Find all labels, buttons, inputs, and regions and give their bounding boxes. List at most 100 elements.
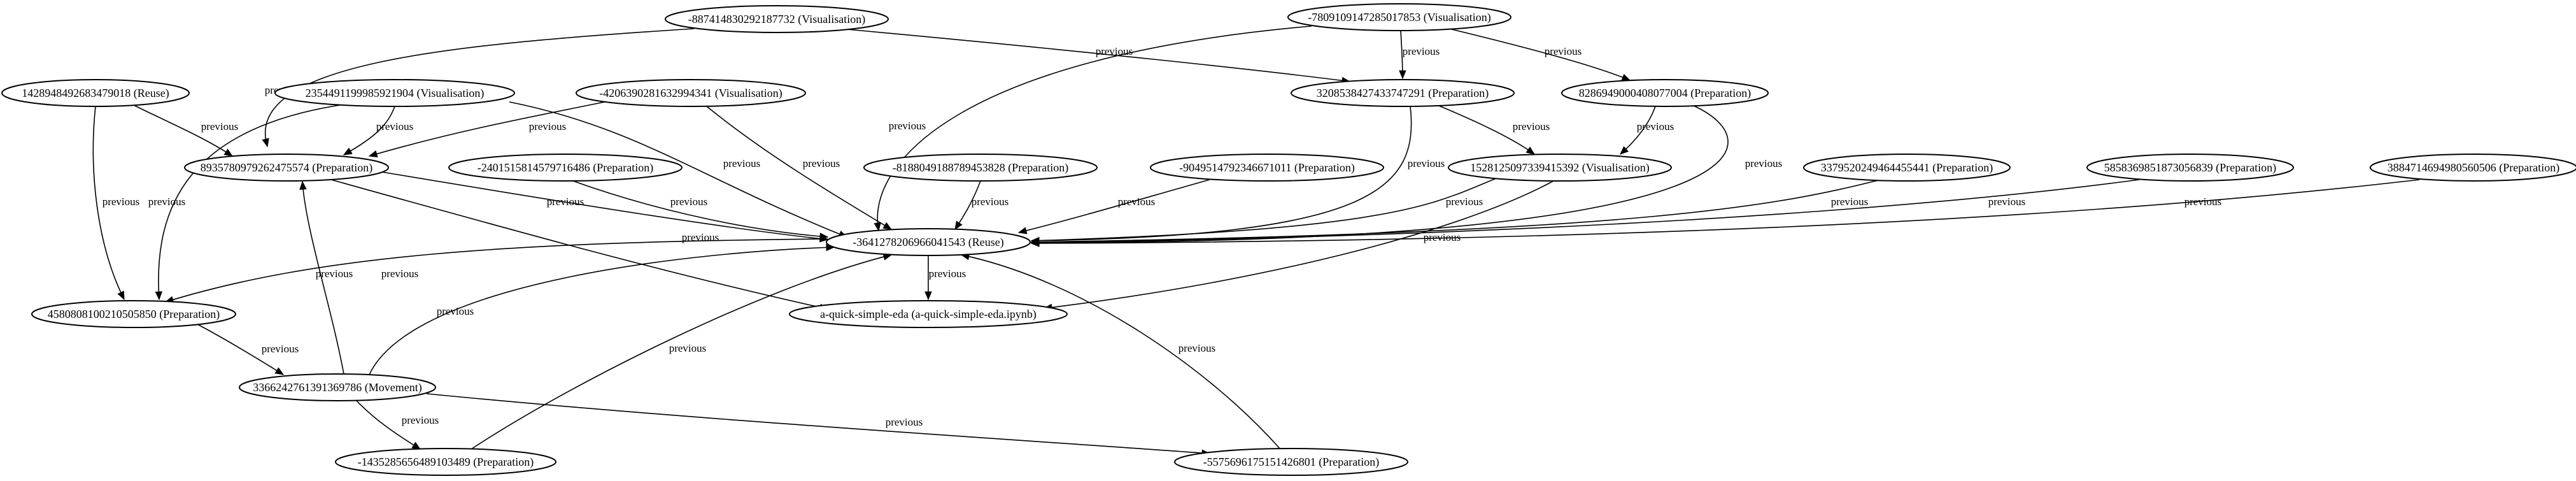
- edge-line: [369, 247, 835, 375]
- arrowhead: [262, 138, 269, 148]
- node-n_887[interactable]: -887414830292187732 (Visualisation): [665, 5, 889, 33]
- edge-label: previous: [929, 268, 966, 280]
- node-n_235[interactable]: 2354491199985921904 (Visualisation): [274, 79, 515, 107]
- edge-label: previous: [1745, 157, 1783, 169]
- edge-label: previous: [803, 157, 840, 169]
- edge-line: [572, 180, 828, 238]
- arrowhead: [155, 291, 163, 301]
- node-n_320[interactable]: 3208538427433747291 (Preparation): [1291, 79, 1515, 107]
- node-shape: [335, 448, 556, 476]
- node-shape: [665, 5, 889, 33]
- node-n_585[interactable]: 5858369851873056839 (Preparation): [2086, 154, 2294, 182]
- node-n_904[interactable]: -9049514792346671011 (Preparation): [1150, 154, 1384, 182]
- node-n_828[interactable]: 8286949000408077004 (Preparation): [1561, 79, 1769, 107]
- node-n_336[interactable]: 3366242761391369786 (Movement): [239, 373, 436, 401]
- nodes-layer: -887414830292187732 (Visualisation) -7809…: [1, 3, 2576, 476]
- edge-label: previous: [886, 416, 923, 428]
- edge-line: [706, 106, 892, 230]
- edge-line: [1018, 179, 1210, 233]
- edge-n_458-to-n_336: previous: [197, 324, 299, 375]
- edge-n_336-to-n_143: previous: [356, 400, 439, 450]
- node-n_364[interactable]: -3641278206966041543 (Reuse): [826, 228, 1031, 256]
- edge-n_336-to-n_893: previous: [299, 180, 353, 375]
- edge-line: [381, 171, 828, 240]
- edge-label: previous: [381, 268, 419, 280]
- node-n_893[interactable]: 8935780979262475574 (Preparation): [184, 154, 389, 182]
- edge-n_828-to-n_152: previous: [1620, 106, 1674, 155]
- edge-label: previous: [1831, 196, 1869, 208]
- edge-label: previous: [529, 120, 567, 133]
- node-label: 3379520249464455441 (Preparation): [1821, 161, 1993, 175]
- node-label: -2401515814579716486 (Preparation): [478, 161, 653, 175]
- node-shape: [239, 373, 436, 401]
- node-label: -7809109147285017853 (Visualisation): [1308, 11, 1490, 24]
- edge-n_235-to-n_458: previous: [148, 104, 344, 301]
- edge-n_152-to-n_eda: previous: [1043, 180, 1554, 312]
- node-n_420[interactable]: -4206390281632994341 (Visualisation): [576, 79, 806, 107]
- node-shape: [184, 154, 389, 182]
- node-shape: [448, 154, 683, 182]
- node-label: 3366242761391369786 (Movement): [253, 381, 421, 394]
- edge-label: previous: [723, 157, 761, 169]
- node-shape: [274, 79, 515, 107]
- node-label: 2354491199985921904 (Visualisation): [306, 87, 485, 100]
- arrowhead: [299, 180, 307, 190]
- node-n_143[interactable]: -1435285656489103489 (Preparation): [335, 448, 556, 476]
- node-n_458[interactable]: 4580808100210505850 (Preparation): [31, 300, 236, 328]
- node-label: 3884714694980560506 (Preparation): [2388, 161, 2559, 175]
- edge-label: previous: [1545, 45, 1582, 57]
- node-n_780[interactable]: -7809109147285017853 (Visualisation): [1287, 3, 1511, 31]
- node-shape: [1448, 154, 1672, 182]
- node-label: -4206390281632994341 (Visualisation): [599, 87, 782, 100]
- edge-line: [92, 106, 125, 300]
- arrowhead: [223, 148, 234, 157]
- edge-line: [356, 400, 421, 450]
- edge-n_420-to-n_364: previous: [706, 106, 893, 230]
- node-label: -887414830292187732 (Visualisation): [688, 13, 865, 26]
- edge-n_557-to-n_364: previous: [960, 253, 1280, 449]
- edge-n_585-to-n_364: previous: [1030, 179, 2140, 247]
- node-n_337[interactable]: 3379520249464455441 (Preparation): [1803, 154, 2011, 182]
- node-shape: [576, 79, 806, 107]
- edge-label: previous: [402, 414, 439, 426]
- node-n_818[interactable]: -8188049188789453828 (Preparation): [863, 154, 1098, 182]
- node-label: -8188049188789453828 (Preparation): [893, 161, 1068, 175]
- edge-label: previous: [670, 196, 708, 208]
- edge-n_904-to-n_364: previous: [1017, 179, 1210, 234]
- edge-n_240-to-n_364: previous: [572, 180, 829, 240]
- edge-n_780-to-n_320: previous: [1399, 30, 1440, 80]
- node-n_388[interactable]: 3884714694980560506 (Preparation): [2370, 154, 2576, 182]
- node-shape: [826, 228, 1031, 256]
- node-n_240[interactable]: -2401515814579716486 (Preparation): [448, 154, 683, 182]
- node-n_152[interactable]: 1528125097339415392 (Visualisation): [1448, 154, 1672, 182]
- node-label: 4580808100210505850 (Preparation): [48, 308, 220, 321]
- edge-line: [1044, 180, 1554, 309]
- node-n_142[interactable]: 142894849268347901​8 (Reuse): [1, 79, 190, 107]
- node-shape: [31, 300, 236, 328]
- node-n_eda[interactable]: a-quick-simple-eda (a-quick-simple-eda.i…: [789, 300, 1068, 328]
- arrowhead: [1030, 240, 1040, 247]
- edge-label: previous: [1446, 196, 1483, 208]
- edge-n_364-to-n_eda: previous: [924, 255, 966, 301]
- arrowhead: [819, 233, 829, 240]
- node-label: -9049514792346671011 (Preparation): [1179, 161, 1355, 175]
- edge-label: previous: [2184, 196, 2222, 208]
- edge-label: previous: [1988, 196, 2026, 208]
- arrowhead: [1620, 146, 1629, 155]
- edge-n_152-to-n_364: previous: [1030, 178, 1497, 245]
- node-shape: [1150, 154, 1384, 182]
- node-shape: [789, 300, 1068, 328]
- arrowhead: [882, 222, 893, 230]
- edge-line: [1451, 29, 1631, 81]
- edge-n_364-to-n_458: previous: [164, 238, 828, 303]
- edge-line: [471, 254, 892, 450]
- edge-line: [1031, 180, 1879, 243]
- edge-n_336-to-n_364: previous: [369, 243, 835, 375]
- node-shape: [863, 154, 1098, 182]
- node-n_557[interactable]: -5575696175151426801 (Preparation): [1174, 448, 1408, 476]
- edge-line: [1031, 179, 2420, 244]
- edge-label: previous: [1637, 120, 1674, 133]
- arrowhead: [343, 147, 353, 155]
- node-label: a-quick-simple-eda (a-quick-simple-eda.i…: [820, 308, 1037, 321]
